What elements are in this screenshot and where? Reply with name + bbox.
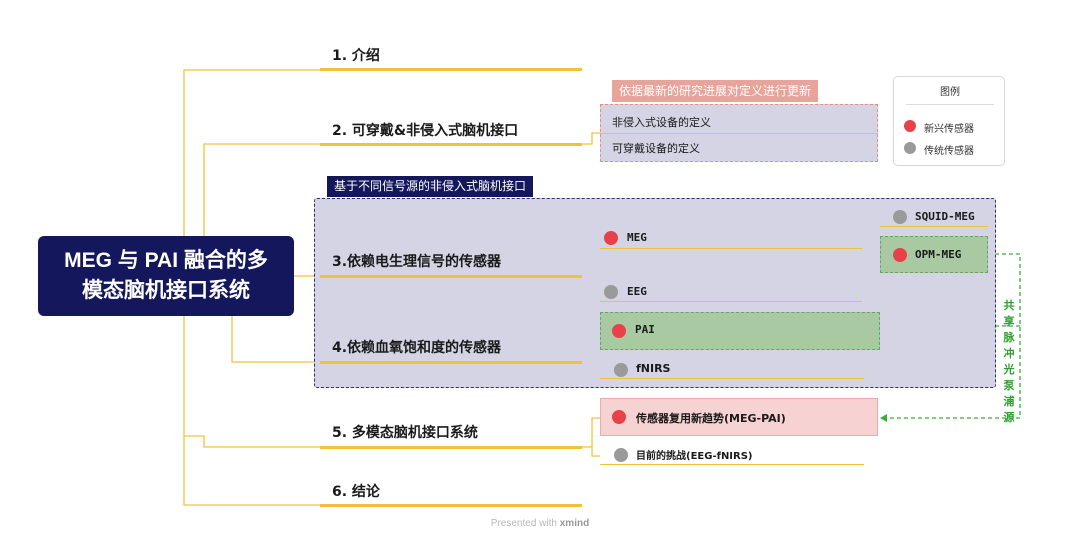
traditional-sensor-dot — [604, 285, 618, 299]
leaf-squid-meg[interactable]: SQUID-MEG — [915, 210, 975, 223]
leaf-underline — [880, 226, 988, 227]
leaf-eeg[interactable]: EEG — [627, 285, 647, 298]
note-label: 依据最新的研究进展对定义进行更新 — [612, 80, 819, 102]
traditional-sensor-dot — [614, 363, 628, 377]
footer-text: Presented with — [490, 518, 557, 529]
traditional-sensor-dot — [614, 448, 628, 462]
branch-underline — [320, 68, 582, 71]
shared-light-source-label: 共享脉冲光泵浦源 — [1003, 299, 1015, 424]
emerging-sensor-dot — [612, 324, 626, 338]
footer: Presented with xmind — [0, 518, 1080, 529]
traditional-sensor-dot — [893, 210, 907, 224]
branch-conclusion[interactable]: 6. 结论 — [332, 484, 380, 500]
signal-source-group — [314, 198, 996, 388]
note-separator — [600, 133, 878, 134]
leaf-current-challenge[interactable]: 目前的挑战(EEG-fNIRS) — [636, 451, 753, 462]
root-topic[interactable]: MEG 与 PAI 融合的多 模态脑机接口系统 — [38, 236, 294, 316]
reuse-highlight — [600, 398, 878, 436]
branch-underline — [320, 143, 582, 146]
branch-oxygen-saturation[interactable]: 4.依赖血氧饱和度的传感器 — [332, 340, 502, 356]
legend-title: 图例 — [940, 87, 960, 98]
branch-underline — [320, 275, 582, 278]
leaf-pai[interactable]: PAI — [635, 323, 655, 336]
leaf-underline — [600, 464, 864, 465]
legend-item-traditional: 传统传感器 — [924, 146, 974, 157]
group-label: 基于不同信号源的非侵入式脑机接口 — [327, 176, 534, 197]
branch-underline — [320, 446, 582, 449]
leaf-meg[interactable]: MEG — [627, 231, 647, 244]
leaf-fnirs[interactable]: fNIRS — [636, 362, 671, 375]
emerging-sensor-dot — [904, 120, 916, 132]
legend-panel: 图例 新兴传感器 传统传感器 — [893, 76, 1005, 166]
legend-item-emerging: 新兴传感器 — [924, 124, 974, 135]
leaf-sensor-reuse[interactable]: 传感器复用新趋势(MEG-PAI) — [636, 412, 786, 425]
leaf-underline — [600, 301, 862, 302]
emerging-sensor-dot — [604, 231, 618, 245]
emerging-sensor-dot — [893, 248, 907, 262]
branch-wearable-bci[interactable]: 2. 可穿戴&非侵入式脑机接口 — [332, 123, 519, 139]
traditional-sensor-dot — [904, 142, 916, 154]
root-title-line2: 模态脑机接口系统 — [82, 279, 250, 302]
branch-underline — [320, 361, 582, 364]
leaf-underline — [600, 248, 862, 249]
footer-brand: xmind — [559, 518, 590, 529]
pai-highlight — [600, 312, 880, 350]
branch-electrophysiology[interactable]: 3.依赖电生理信号的传感器 — [332, 254, 502, 270]
branch-introduction[interactable]: 1. 介绍 — [332, 48, 380, 64]
branch-underline — [320, 504, 582, 507]
leaf-opm-meg[interactable]: OPM-MEG — [915, 248, 962, 261]
leaf-underline — [600, 378, 864, 379]
note-item-noninvasive: 非侵入式设备的定义 — [612, 116, 711, 129]
emerging-sensor-dot — [612, 410, 626, 424]
root-title-line1: MEG 与 PAI 融合的多 — [64, 249, 268, 272]
note-item-wearable: 可穿戴设备的定义 — [612, 142, 700, 155]
legend-separator — [906, 104, 994, 105]
branch-multimodal[interactable]: 5. 多模态脑机接口系统 — [332, 425, 478, 441]
